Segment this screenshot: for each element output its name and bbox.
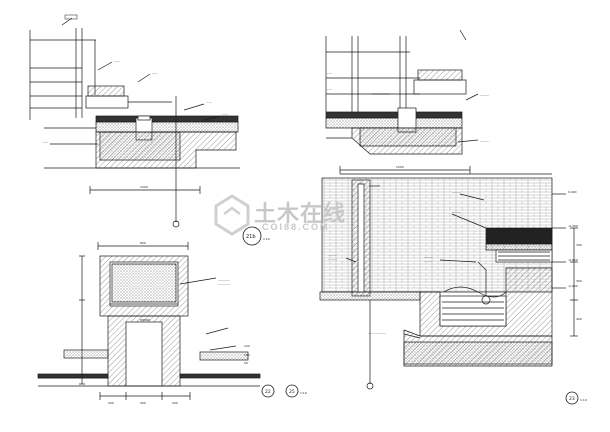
detail-tag-25-scale: 1:10 bbox=[300, 391, 307, 395]
detail-upper-right-section bbox=[325, 29, 479, 174]
detail-tag-23-number: 23 bbox=[569, 396, 575, 402]
detail-tag-21b: 21b 1:10 bbox=[242, 226, 270, 246]
detail-d-texts: ——— ——— ——— ——— ——— ——— —————— 0.000 -0.… bbox=[328, 190, 582, 335]
svg-text:——: —— bbox=[42, 140, 48, 144]
svg-text:——: —— bbox=[114, 59, 120, 63]
elevation-0: 0.000 bbox=[568, 190, 577, 194]
watermark-logo bbox=[214, 194, 250, 236]
svg-text:———: ——— bbox=[328, 253, 337, 257]
detail-23-pond-section bbox=[319, 173, 578, 390]
svg-text:——: —— bbox=[206, 100, 212, 104]
detail-tag-22-number: 22 bbox=[265, 389, 271, 395]
detail-c-texts: —— —— ——— ——— 1000 bbox=[326, 71, 489, 169]
svg-text:——: —— bbox=[222, 112, 228, 116]
svg-text:———: ——— bbox=[480, 93, 489, 97]
detail-22-planter-section bbox=[37, 242, 261, 400]
svg-text:———: ——— bbox=[424, 255, 433, 259]
right-dim-1: 300 bbox=[576, 243, 582, 247]
watermark-sub: COI88.COM bbox=[262, 222, 330, 232]
detail-b-texts: 800 200 400 200 ———— ———— 100 150 50 bbox=[108, 241, 250, 405]
svg-text:———: ——— bbox=[480, 139, 489, 143]
svg-text:———: ——— bbox=[452, 190, 461, 194]
planter-bottom-dim-1: 200 bbox=[108, 401, 114, 405]
svg-text:———: ——— bbox=[424, 259, 433, 263]
small-dim-1: 100 bbox=[244, 344, 250, 348]
elevation-3: -0.900 bbox=[568, 284, 578, 288]
small-dim-3: 50 bbox=[244, 361, 248, 365]
detail-tag-21b-number: 21b bbox=[246, 234, 256, 240]
svg-text:————: ———— bbox=[218, 282, 230, 286]
svg-text:——————: —————— bbox=[368, 331, 386, 335]
svg-text:———: ——— bbox=[452, 210, 461, 214]
detail-tag-21b-scale: 1:10 bbox=[263, 237, 270, 241]
detail-tag-23: 23 1:10 bbox=[565, 391, 587, 405]
svg-text:——: —— bbox=[152, 71, 158, 75]
planter-bottom-dim-3: 200 bbox=[172, 401, 178, 405]
elevation-2: -0.600 bbox=[568, 258, 578, 262]
detail-21b-section bbox=[29, 17, 240, 228]
svg-text:———: ——— bbox=[328, 257, 337, 261]
detail-a-width-dim: 1000 bbox=[140, 185, 148, 189]
detail-tag-25: 25 1:10 bbox=[285, 384, 307, 398]
detail-tag-25-number: 25 bbox=[289, 389, 295, 395]
right-top-width-dim: 1000 bbox=[396, 165, 404, 169]
right-dim-2: 300 bbox=[576, 279, 582, 283]
planter-bottom-dim-2: 400 bbox=[140, 401, 146, 405]
detail-tag-22: 22 bbox=[261, 384, 275, 398]
svg-text:————: ———— bbox=[218, 278, 230, 282]
watermark-brand: 土木在线 bbox=[254, 202, 347, 227]
planter-top-width-dim: 800 bbox=[140, 241, 146, 245]
elevation-1: -0.300 bbox=[568, 224, 578, 228]
detail-tag-23-scale: 1:10 bbox=[580, 398, 587, 402]
detail-a-texts: —— —— —— —— —— 1000 bbox=[42, 14, 228, 189]
right-dim-3: 400 bbox=[576, 317, 582, 321]
svg-text:——: —— bbox=[326, 87, 332, 91]
svg-text:——: —— bbox=[326, 71, 332, 75]
small-dim-2: 150 bbox=[244, 353, 250, 357]
